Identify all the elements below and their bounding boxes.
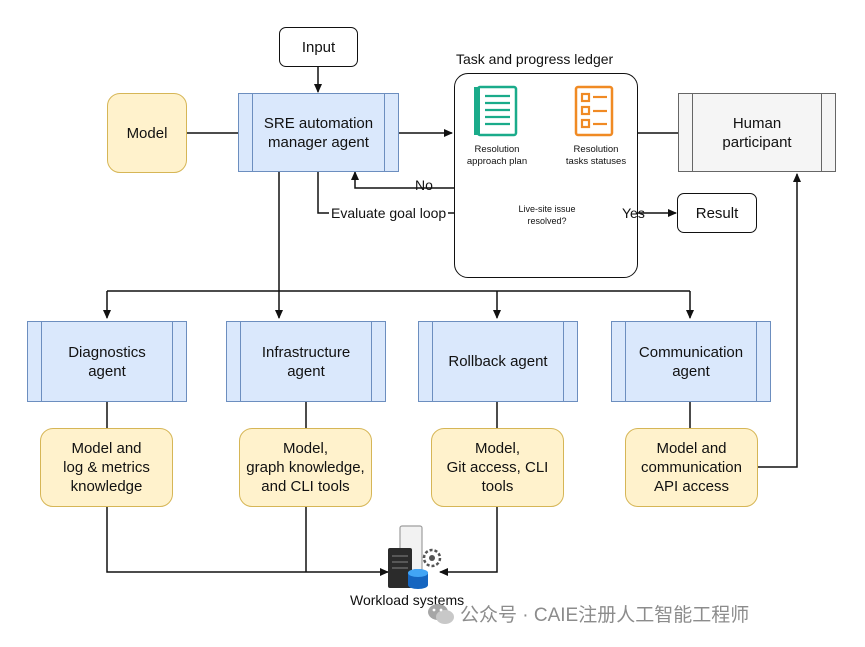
diagnostics-tools-node: Model and log & metrics knowledge (40, 428, 173, 507)
model-label: Model (126, 124, 168, 142)
model-node: Model (107, 93, 187, 173)
infrastructure-agent-label: Infrastructure agent (261, 343, 351, 380)
result-node: Result (677, 193, 757, 233)
infrastructure-tools-label: Model, graph knowledge, and CLI tools (246, 440, 365, 495)
infrastructure-agent-node: Infrastructure agent (226, 321, 386, 402)
result-label: Result (695, 204, 739, 222)
infrastructure-tools-node: Model, graph knowledge, and CLI tools (239, 428, 372, 507)
task-status-icon (574, 85, 614, 137)
input-node: Input (279, 27, 358, 67)
rollback-tools-node: Model, Git access, CLI tools (431, 428, 564, 507)
communication-agent-label: Communication agent (638, 343, 744, 380)
rollback-tools-label: Model, Git access, CLI tools (446, 440, 549, 495)
input-label: Input (301, 38, 336, 56)
edge-yes-label: Yes (622, 205, 645, 221)
human-participant-node: Human participant (678, 93, 836, 172)
status-label: Resolution tasks statuses (565, 144, 627, 167)
sre-agent-label: SRE automation manager agent (263, 114, 374, 151)
rollback-agent-node: Rollback agent (418, 321, 578, 402)
edge-diag-tools-to-workload (106, 507, 389, 576)
diagnostics-tools-label: Model and log & metrics knowledge (63, 440, 150, 495)
workload-label: Workload systems (350, 592, 465, 608)
watermark-text: 公众号 · CAIE注册人工智能工程师 (460, 605, 750, 626)
server-gear-icon (388, 525, 442, 589)
diagnostics-agent-label: Diagnostics agent (68, 343, 146, 380)
edge-no-label: No (415, 177, 433, 193)
communication-agent-node: Communication agent (611, 321, 771, 402)
rollback-agent-label: Rollback agent (448, 353, 548, 370)
communication-tools-node: Model and communication API access (625, 428, 758, 507)
communication-tools-label: Model and communication API access (641, 440, 742, 495)
human-label: Human participant (722, 114, 792, 151)
edge-rollback-tools-to-workload (439, 507, 498, 576)
edge-comm-tools-to-human (758, 173, 801, 468)
wechat-icon (428, 604, 454, 624)
checklist-icon (474, 85, 518, 137)
plan-label: Resolution approach plan (466, 144, 528, 167)
decision-label: Live-site issue resolved? (518, 204, 576, 226)
sre-agent-node: SRE automation manager agent (238, 93, 399, 172)
edge-loop-label: Evaluate goal loop (329, 205, 449, 221)
ledger-title: Task and progress ledger (456, 51, 614, 67)
diagnostics-agent-node: Diagnostics agent (27, 321, 187, 402)
